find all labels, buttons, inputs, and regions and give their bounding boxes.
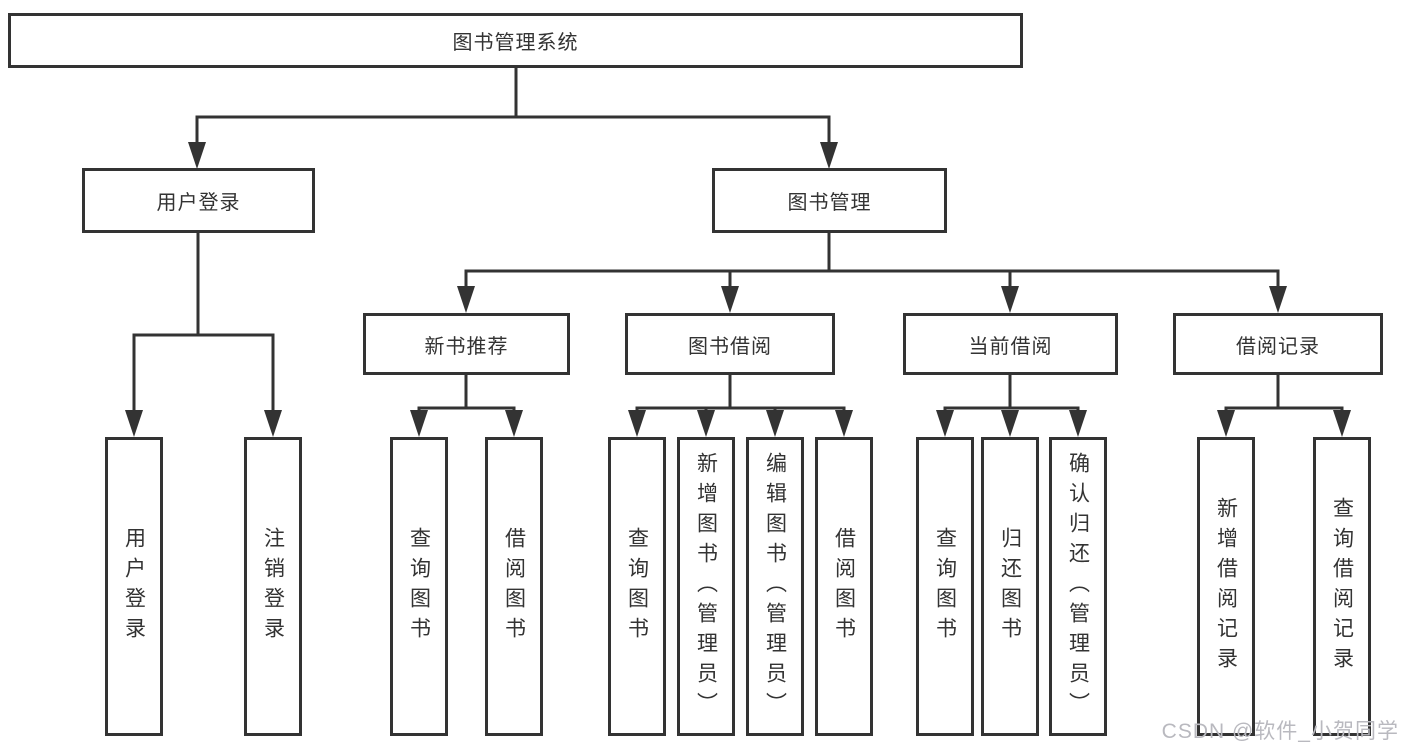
node-label: 编辑图书（管理员） bbox=[763, 451, 787, 722]
node-label: 新增图书（管理员） bbox=[694, 451, 718, 722]
node-leaf-cb-query-books: 查询图书 bbox=[916, 437, 974, 736]
node-label: 图书管理系统 bbox=[452, 32, 579, 54]
node-leaf-logout: 注销登录 bbox=[244, 437, 302, 736]
node-label: 查询图书 bbox=[625, 526, 649, 647]
node-label: 新增借阅记录 bbox=[1214, 496, 1238, 677]
node-leaf-nb-query-books: 查询图书 bbox=[390, 437, 448, 736]
node-label: 查询图书 bbox=[407, 526, 431, 647]
arrowhead-icons bbox=[125, 142, 1351, 437]
node-book-borrow: 图书借阅 bbox=[625, 313, 835, 375]
node-label: 用户登录 bbox=[122, 526, 146, 647]
node-leaf-cb-confirm-return-admin: 确认归还（管理员） bbox=[1049, 437, 1107, 736]
watermark-text: CSDN @软件_小贺同学 bbox=[1161, 720, 1399, 743]
node-leaf-user-login: 用户登录 bbox=[105, 437, 163, 736]
node-label: 借阅记录 bbox=[1236, 335, 1320, 358]
node-label: 新书推荐 bbox=[424, 335, 509, 358]
node-label: 图书借阅 bbox=[688, 335, 772, 358]
node-new-book-recommend: 新书推荐 bbox=[363, 313, 570, 375]
node-borrow-records: 借阅记录 bbox=[1173, 313, 1383, 375]
node-leaf-br-add-record: 新增借阅记录 bbox=[1197, 437, 1255, 736]
node-label: 注销登录 bbox=[261, 526, 285, 647]
node-leaf-bb-query-books: 查询图书 bbox=[608, 437, 666, 736]
node-leaf-cb-return-books: 归还图书 bbox=[981, 437, 1039, 736]
node-label: 借阅图书 bbox=[502, 526, 526, 647]
node-leaf-nb-borrow-books: 借阅图书 bbox=[485, 437, 543, 736]
node-label: 查询借阅记录 bbox=[1330, 496, 1354, 677]
node-current-borrow: 当前借阅 bbox=[903, 313, 1118, 375]
node-label: 当前借阅 bbox=[968, 335, 1053, 358]
node-library-management-system: 图书管理系统 bbox=[8, 13, 1023, 68]
node-leaf-br-query-record: 查询借阅记录 bbox=[1313, 437, 1371, 736]
node-user-login: 用户登录 bbox=[82, 168, 315, 233]
node-label: 用户登录 bbox=[156, 192, 241, 214]
node-book-management: 图书管理 bbox=[712, 168, 947, 233]
node-label: 借阅图书 bbox=[832, 526, 856, 647]
node-leaf-bb-edit-books-admin: 编辑图书（管理员） bbox=[746, 437, 804, 736]
node-leaf-bb-borrow-books: 借阅图书 bbox=[815, 437, 873, 736]
node-label: 查询图书 bbox=[933, 526, 957, 647]
node-label: 图书管理 bbox=[787, 192, 872, 214]
node-leaf-bb-add-books-admin: 新增图书（管理员） bbox=[677, 437, 735, 736]
node-label: 归还图书 bbox=[998, 526, 1022, 647]
node-label: 确认归还（管理员） bbox=[1066, 451, 1090, 722]
